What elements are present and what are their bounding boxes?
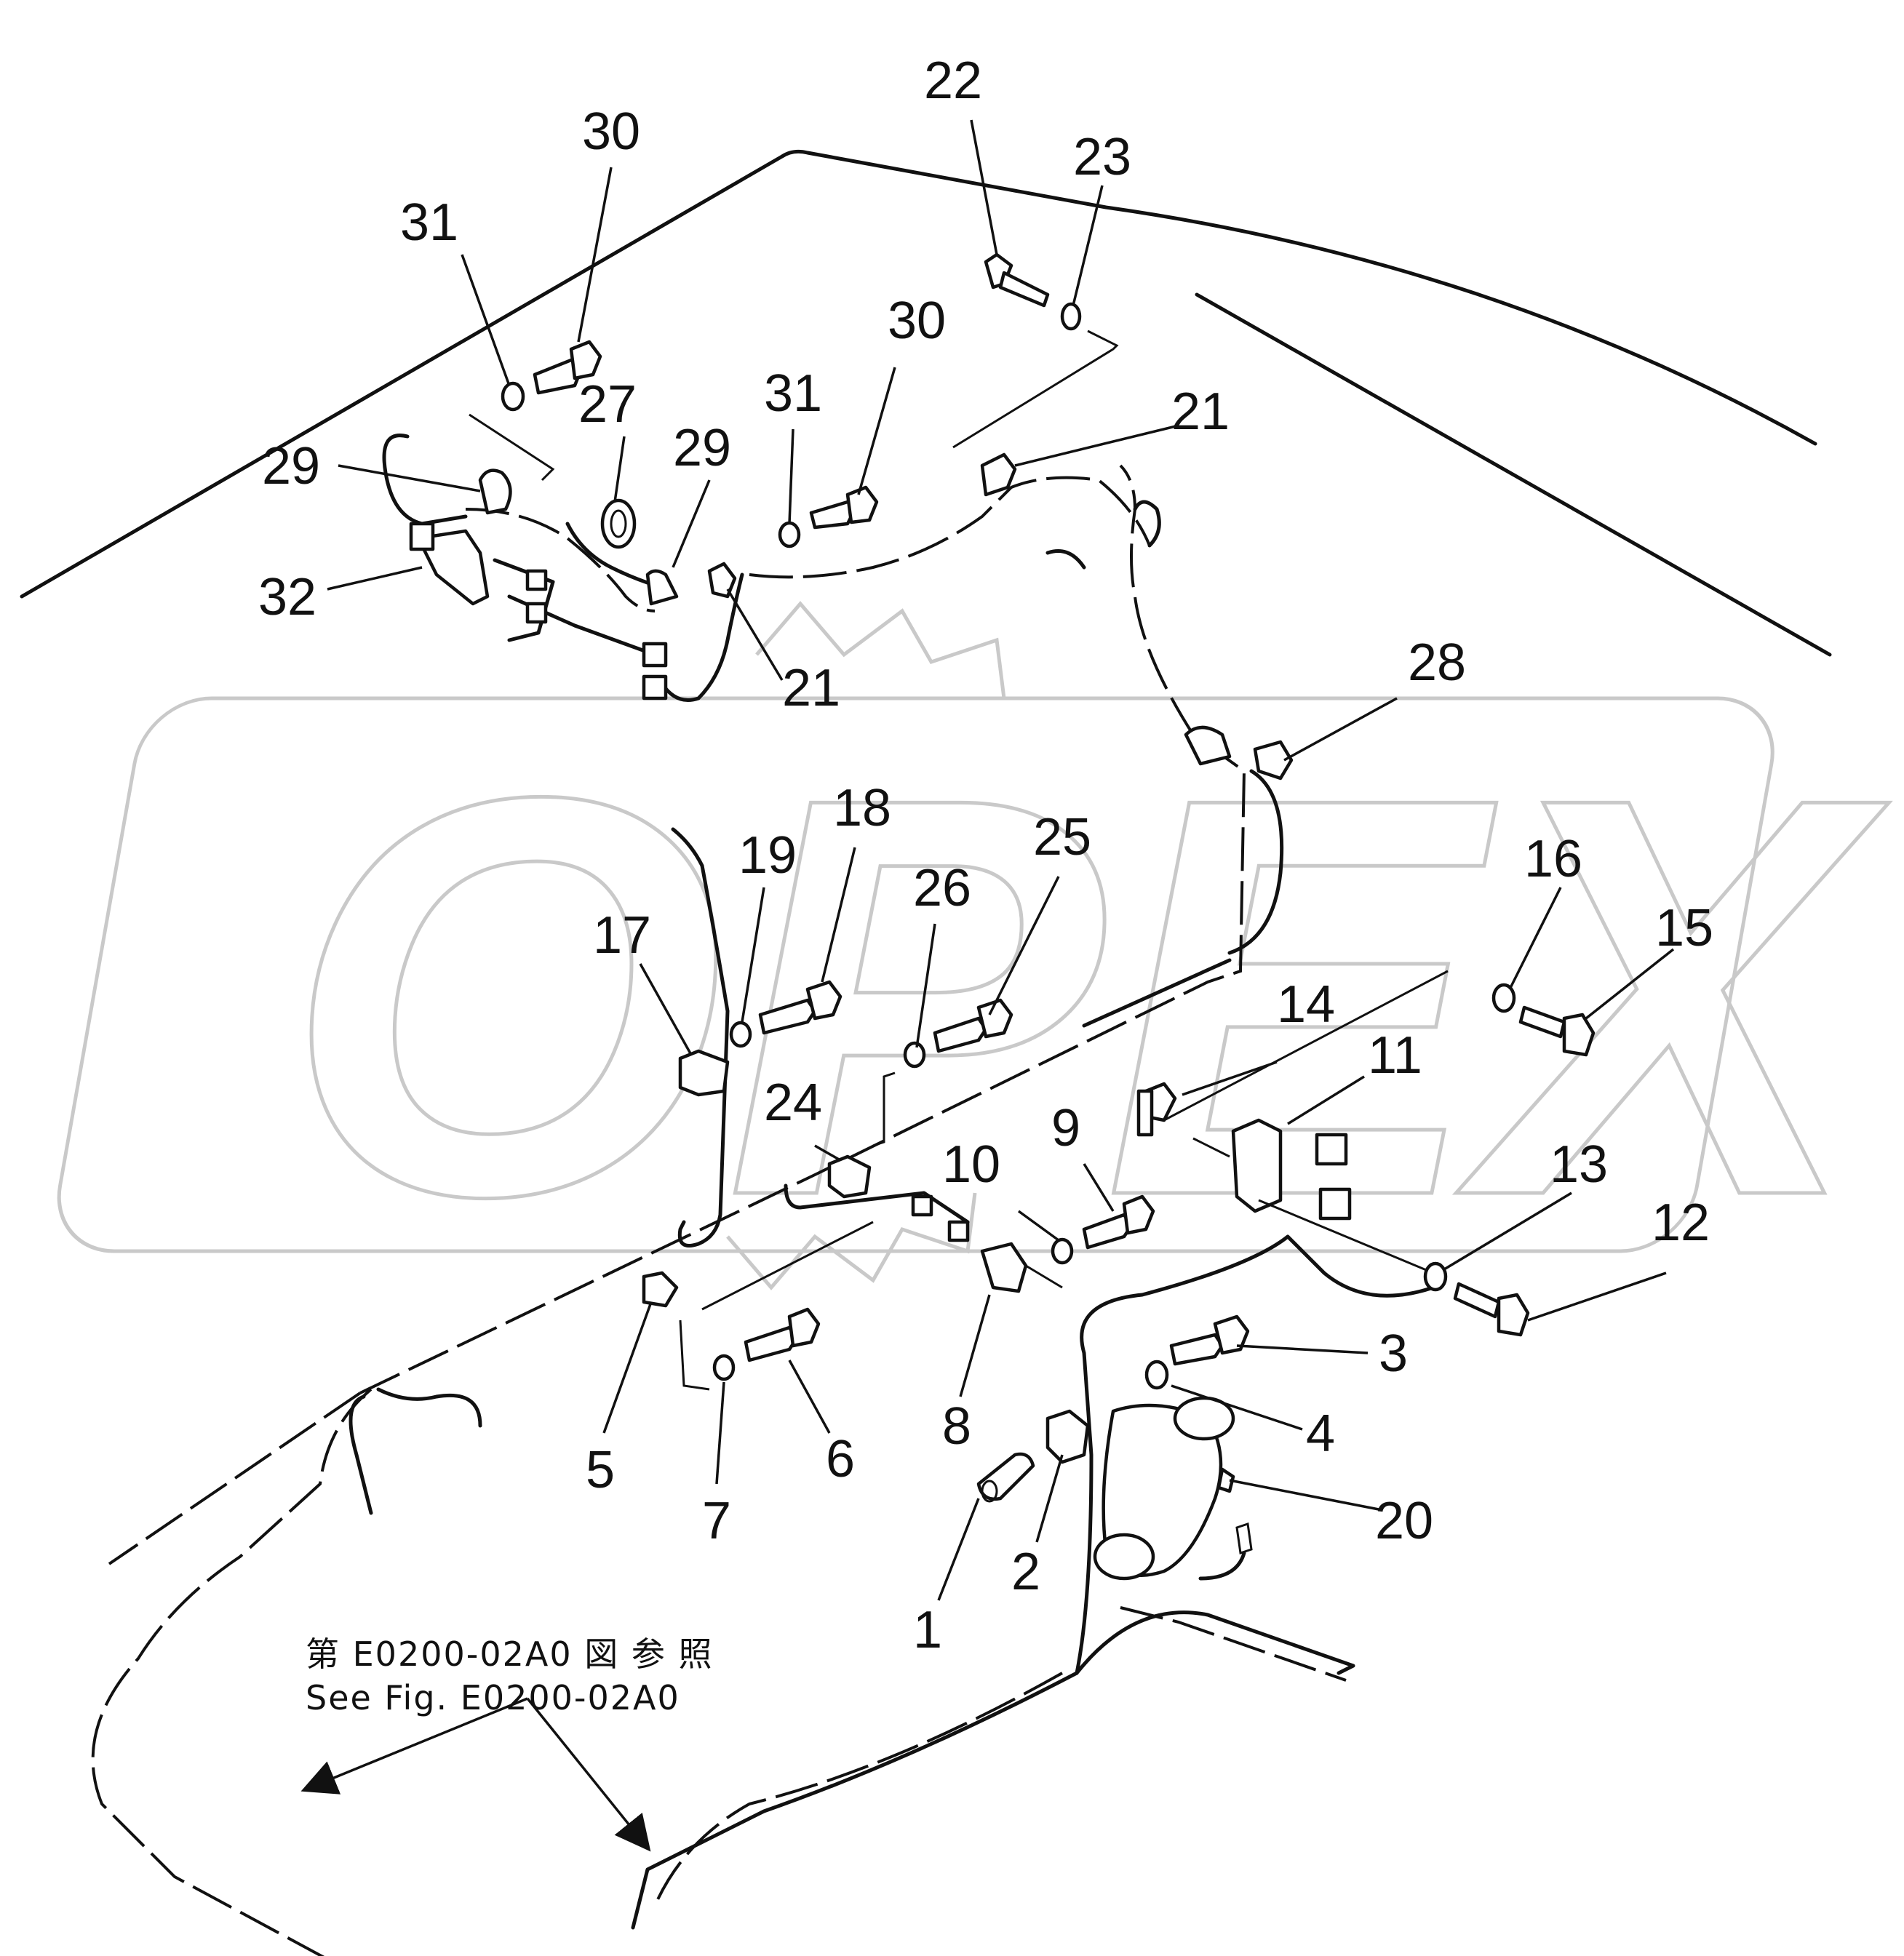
bolt-12 xyxy=(1453,1282,1501,1319)
callout-11: 11 xyxy=(1368,1026,1422,1085)
callout-1: 1 xyxy=(913,1601,942,1659)
clamp-24 xyxy=(827,1154,872,1199)
callout-10: 10 xyxy=(942,1135,1000,1194)
callout-25: 25 xyxy=(1033,808,1091,866)
callout-5: 5 xyxy=(586,1441,615,1499)
clamp-2 xyxy=(1045,1409,1090,1464)
clamp-21-mid xyxy=(707,562,737,599)
sleeve-1 xyxy=(976,1452,1035,1501)
cross-reference-note: 第 E0200-02A0 図 参 照 See Fig. E0200-02A0 xyxy=(306,1634,714,1717)
callout-20: 20 xyxy=(1375,1492,1433,1550)
washer-23 xyxy=(1060,302,1082,331)
washer-16 xyxy=(1491,983,1516,1013)
washer-7 xyxy=(712,1354,736,1381)
callout-15: 15 xyxy=(1655,899,1713,957)
bolt-3 xyxy=(1169,1333,1224,1366)
washer-31-left xyxy=(501,381,525,412)
callout-8: 8 xyxy=(942,1397,971,1456)
callout-3: 3 xyxy=(1379,1325,1408,1383)
bolt-15 xyxy=(1518,1005,1566,1039)
clamp-29-right xyxy=(645,569,679,606)
callout-18: 18 xyxy=(833,779,891,837)
clamp-21-top xyxy=(980,452,1017,497)
callout-32: 32 xyxy=(258,568,316,626)
leader-lines xyxy=(300,119,1675,1852)
bolt-18 xyxy=(758,998,817,1035)
callout-26: 26 xyxy=(913,859,971,917)
callout-30-right: 30 xyxy=(888,292,946,350)
washer-4 xyxy=(1144,1360,1169,1390)
washer-26 xyxy=(903,1041,926,1069)
callout-22: 22 xyxy=(924,52,982,110)
callout-24: 24 xyxy=(764,1074,822,1132)
reference-jp: 第 E0200-02A0 図 参 照 xyxy=(306,1634,714,1674)
callout-21-bottom: 21 xyxy=(782,659,840,717)
clamp-29-left xyxy=(478,468,512,515)
callout-2: 2 xyxy=(1011,1543,1040,1601)
callout-17: 17 xyxy=(593,906,651,965)
callout-23: 23 xyxy=(1073,128,1131,186)
callout-12: 12 xyxy=(1652,1194,1710,1252)
callout-6: 6 xyxy=(826,1430,855,1488)
parts xyxy=(409,252,1596,1581)
bracket-11 xyxy=(1231,1118,1283,1213)
clamp-5 xyxy=(642,1271,679,1308)
bracket-32 xyxy=(416,529,490,606)
callout-31-left: 31 xyxy=(400,193,458,252)
machine-outline xyxy=(20,149,1832,657)
clamp-17 xyxy=(678,1049,730,1097)
callout-27: 27 xyxy=(578,375,637,434)
callout-21-top: 21 xyxy=(1171,383,1230,441)
washer-19 xyxy=(729,1021,752,1048)
watermark-text: OPEX xyxy=(284,680,1890,1314)
callout-9: 9 xyxy=(1051,1099,1080,1157)
callout-14: 14 xyxy=(1277,975,1335,1034)
watermark: OPEX xyxy=(57,601,1892,1316)
clamp-8 xyxy=(980,1242,1028,1293)
callout-7: 7 xyxy=(702,1492,731,1550)
callout-28: 28 xyxy=(1408,634,1466,692)
callout-29-left: 29 xyxy=(262,437,320,495)
washer-31-mid xyxy=(778,521,801,548)
callout-4: 4 xyxy=(1306,1405,1335,1463)
callout-16: 16 xyxy=(1524,830,1582,888)
callout-31-right: 31 xyxy=(764,364,822,423)
washer-10 xyxy=(1051,1237,1074,1265)
clamp-28 xyxy=(1253,740,1294,781)
bolt-25 xyxy=(933,1016,988,1053)
reference-en: See Fig. E0200-02A0 xyxy=(306,1678,680,1717)
bolt-6 xyxy=(744,1325,799,1362)
callout-labels: 1 2 3 4 5 6 7 8 9 10 11 12 13 14 15 16 1… xyxy=(258,52,1713,1659)
callout-30-left: 30 xyxy=(582,103,640,161)
washer-13 xyxy=(1423,1261,1448,1292)
grommet-27 xyxy=(600,498,637,549)
callout-13: 13 xyxy=(1550,1135,1608,1194)
callout-19: 19 xyxy=(738,826,797,885)
callout-29-right: 29 xyxy=(673,419,731,477)
